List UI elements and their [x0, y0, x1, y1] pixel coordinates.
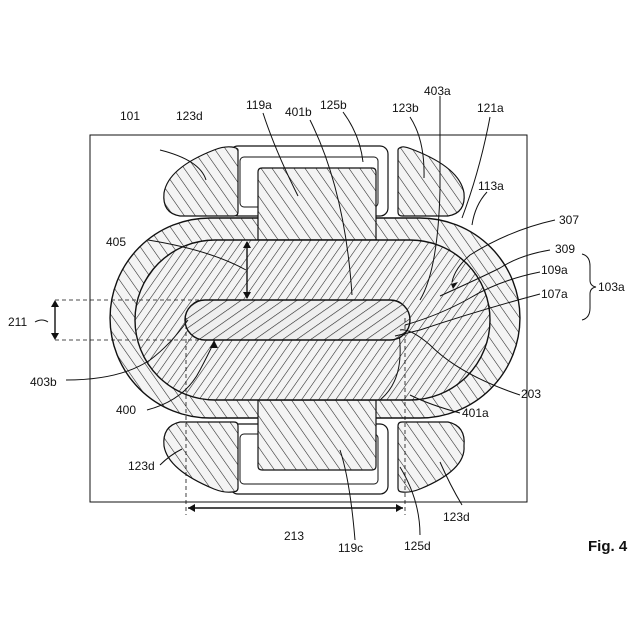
label-119c: 119c	[338, 541, 363, 555]
label-405: 405	[106, 235, 126, 249]
label-203: 203	[521, 387, 541, 401]
label-401a: 401a	[462, 406, 489, 420]
label-403b: 403b	[30, 375, 57, 389]
label-103a: 103a	[598, 280, 625, 294]
label-309: 309	[555, 242, 575, 256]
label-109a: 109a	[541, 263, 568, 277]
label-113a: 113a	[478, 179, 504, 193]
label-123b: 123b	[392, 101, 419, 115]
label-123d-bottom-left: 123d	[128, 459, 155, 473]
label-400: 400	[116, 403, 136, 417]
brace-103a	[582, 254, 596, 320]
figure-caption: Fig. 4	[588, 538, 628, 555]
label-211: 211	[8, 315, 27, 329]
label-119a: 119a	[246, 98, 272, 112]
central-slot-400	[185, 300, 410, 340]
label-307: 307	[559, 213, 579, 227]
label-403a: 403a	[424, 84, 451, 98]
label-123d-top-left: 123d	[176, 109, 203, 123]
bottom-tab-119c	[258, 400, 376, 470]
label-125b: 125b	[320, 98, 347, 112]
label-101: 101	[120, 109, 140, 123]
label-125d: 125d	[404, 539, 431, 553]
label-107a: 107a	[541, 287, 568, 301]
top-tab-119a	[258, 168, 376, 240]
label-401b: 401b	[285, 105, 312, 119]
label-121a: 121a	[477, 101, 504, 115]
label-123d-bottom-right: 123d	[443, 510, 470, 524]
label-213: 213	[284, 529, 304, 543]
